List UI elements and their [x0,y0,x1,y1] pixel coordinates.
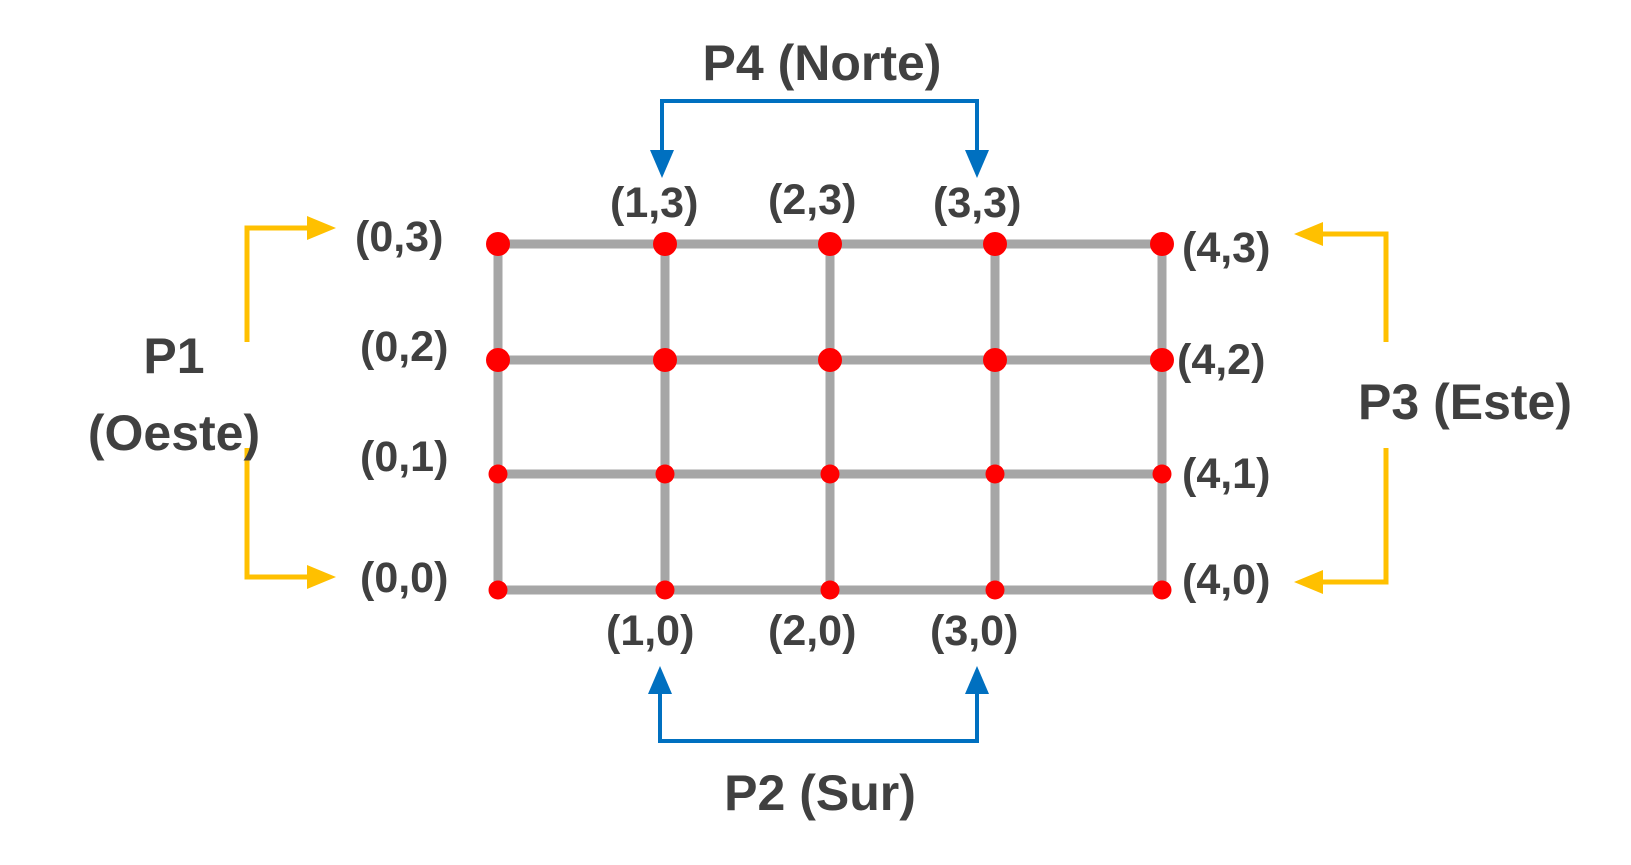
coord-label: (0,0) [360,554,448,602]
coord-label: (4,1) [1182,450,1270,498]
bottom-coordinate-labels: (1,0) (2,0) (3,0) [606,607,1018,655]
grid-node [653,232,677,256]
port-p1-label: P1 [143,328,204,384]
arrow-up-icon [965,666,989,694]
arrow-left-icon [1294,570,1323,594]
bracket-p1-lower-line [244,448,320,580]
grid-node [820,580,840,600]
coord-label: (3,3) [933,179,1021,227]
grid-node [486,232,510,256]
arrow-down-icon [650,150,674,178]
grid-node [488,464,508,484]
grid-node [1152,580,1172,600]
coord-label: (4,2) [1177,336,1265,384]
grid-node [1152,464,1172,484]
grid-node [653,348,677,372]
bracket-p2-line [658,686,979,743]
bracket-p3-east [1294,222,1389,594]
coord-label: (2,0) [768,607,856,655]
coord-label: (0,3) [355,213,443,261]
port-p1-sublabel: (Oeste) [88,405,260,461]
bracket-p3-lower-line [1310,448,1389,585]
coord-label: (0,1) [360,433,448,481]
left-coordinate-labels: (0,3) (0,2) (0,1) (0,0) [355,213,448,602]
top-coordinate-labels: (1,3) (2,3) (3,3) [610,176,1021,227]
bracket-p1-west [244,216,336,589]
grid-node [820,464,840,484]
port-p2-label: P2 (Sur) [724,765,916,821]
arrow-down-icon [965,150,989,178]
port-p4-label: P4 (Norte) [703,35,942,91]
grid-node [983,232,1007,256]
grid-node [818,348,842,372]
coord-label: (4,3) [1182,224,1270,272]
coord-label: (3,0) [930,607,1018,655]
coord-label: (1,3) [610,179,698,227]
arrow-right-icon [307,216,336,240]
arrow-left-icon [1294,222,1323,246]
grid-node [1150,232,1174,256]
coord-label: (2,3) [768,176,856,224]
bracket-p1-upper-line [244,225,320,342]
bracket-p4-north [650,99,989,178]
right-coordinate-labels: (4,3) (4,2) (4,1) (4,0) [1177,224,1270,604]
arrow-up-icon [648,666,672,694]
grid-node [655,464,675,484]
grid-node [983,348,1007,372]
grid-node [1150,348,1174,372]
grid-node [818,232,842,256]
port-p3-label: P3 (Este) [1358,374,1572,430]
bracket-p2-south [648,666,989,743]
coord-label: (1,0) [606,607,694,655]
grid-node [655,580,675,600]
arrow-right-icon [307,565,336,589]
grid-lines [493,239,1167,595]
bracket-p4-line [660,99,979,158]
coord-label: (0,2) [360,323,448,371]
grid-node [985,464,1005,484]
grid-nodes [486,232,1174,600]
coord-label: (4,0) [1182,556,1270,604]
grid-node [488,580,508,600]
grid-node [985,580,1005,600]
grid-node [486,348,510,372]
bracket-p3-upper-line [1310,231,1389,342]
